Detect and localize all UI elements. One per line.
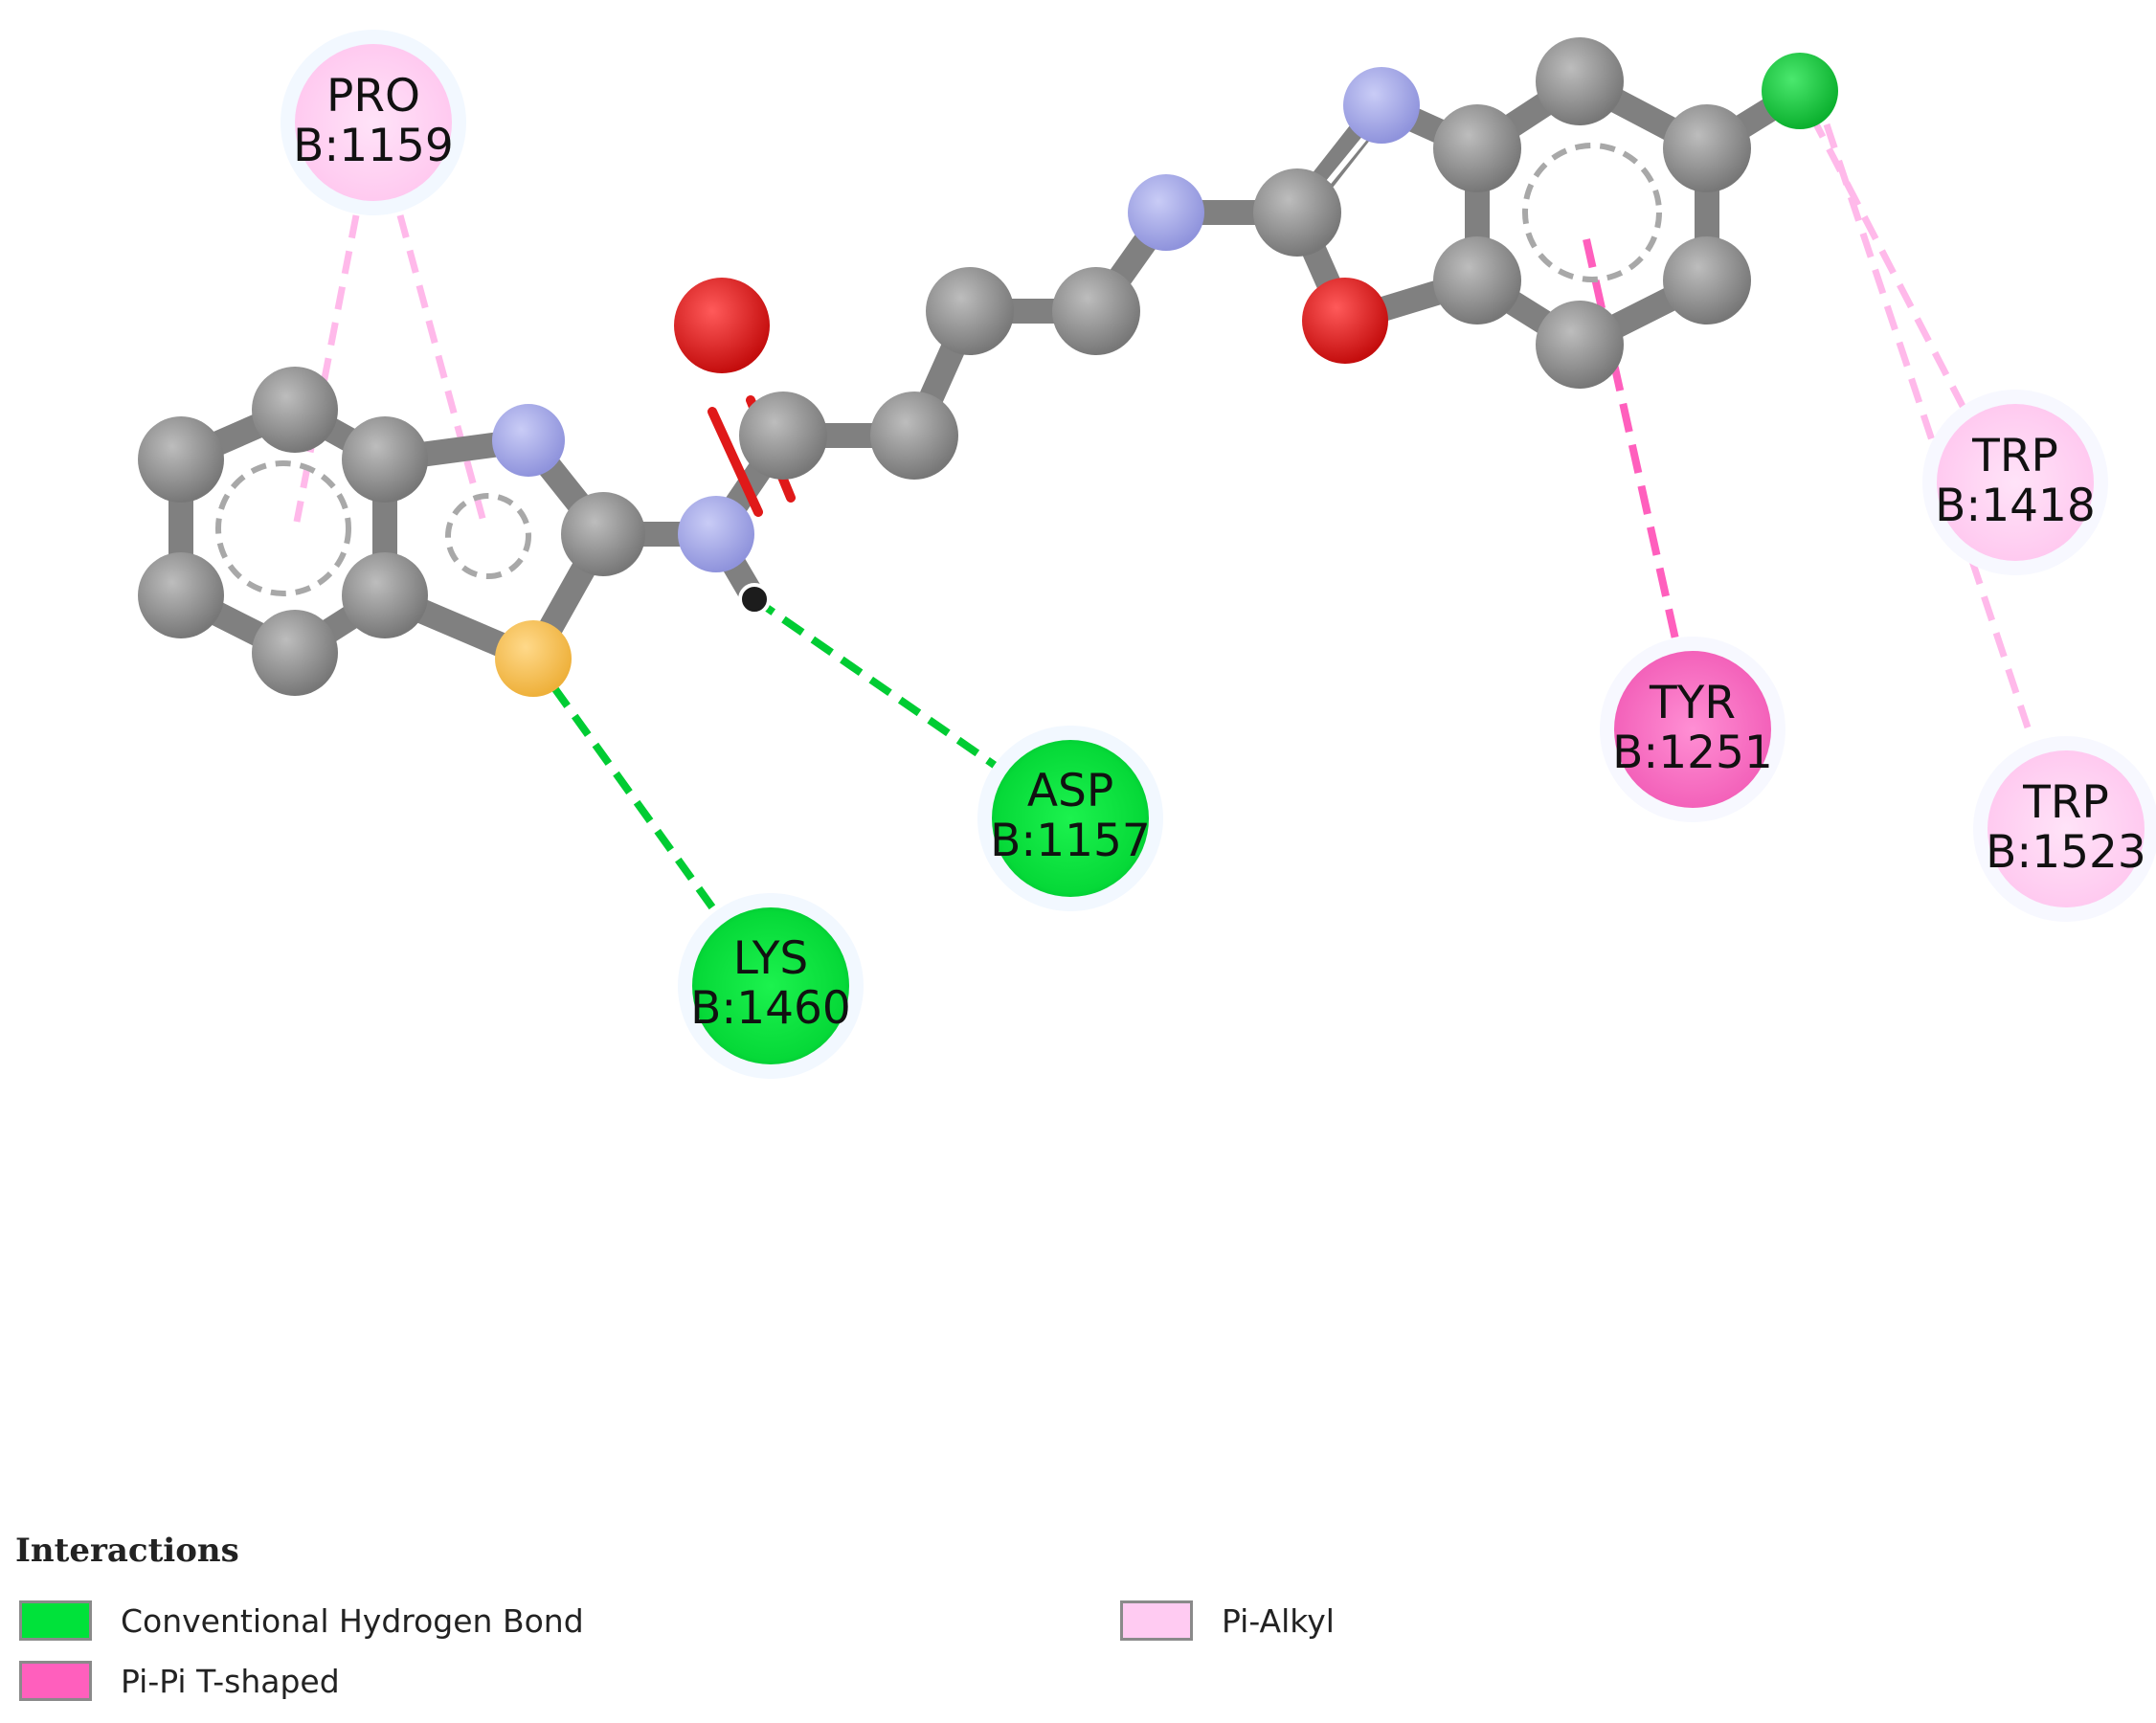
atom-carbon [342,416,428,503]
aromatic-ring [445,493,531,579]
legend-label: Pi-Alkyl [1222,1601,1335,1640]
atom-carbon [1433,104,1521,192]
atom-carbon [342,552,428,638]
pi-alkyl-line [1808,113,1969,414]
atom-nitrogen [1128,174,1204,251]
legend-item-pi-alkyl: Pi-Alkyl [1120,1600,1335,1641]
residue-asp1157: ASP B:1157 [977,726,1163,911]
atom-nitrogen [492,404,565,477]
atom-carbon [739,392,827,480]
residue-chain: B:1251 [1612,727,1773,779]
legend-item-pi-pi-t-shaped: Pi-Pi T-shaped [19,1661,340,1701]
atom-oxygen [674,278,770,373]
atom-carbon [870,392,958,480]
atom-carbon [1052,267,1140,355]
residue-name: TRP [1971,430,2058,482]
aromatic-rings [215,143,1662,596]
residue-bubble [992,740,1149,897]
legend-swatch [1120,1600,1193,1641]
residue-name: ASP [1027,765,1113,817]
atom-carbon [926,267,1014,355]
atom-nitrogen [678,496,754,572]
hydrogen-bond-line [529,656,719,914]
residue-bubble [1614,651,1771,808]
residue-bubble [692,907,849,1064]
legend-title: Interactions [15,1532,239,1570]
residue-pro1159: PRO B:1159 [281,30,466,215]
residue-bubble [1937,404,2094,561]
atom-carbon [252,367,338,453]
atom-carbon [561,492,645,576]
molecule-atoms [138,37,1838,697]
atom-carbon [1253,168,1341,257]
residue-chain: B:1523 [1986,826,2146,879]
residue-trp1418: TRP B:1418 [1922,390,2108,575]
residue-chain: B:1157 [990,815,1151,867]
residue-name: LYS [733,932,809,985]
residue-lys1460: LYS B:1460 [678,893,864,1079]
pi-alkyl-line [1823,123,2032,729]
residue-bubble [1988,750,2145,907]
legend-item-conventional-hydrogen-bond: Conventional Hydrogen Bond [19,1600,584,1641]
atom-carbon [138,552,224,638]
residue-tyr1251: TYR B:1251 [1600,637,1785,822]
legend-swatch [19,1661,92,1701]
interaction-diagram: PRO B:1159 ASP B:1157 LYS B:1460 TYR B:1… [138,30,2156,1079]
atom-oxygen [1302,278,1388,364]
legend: Interactions Conventional Hydrogen Bond … [0,1522,2156,1723]
residue-name: TRP [2022,776,2109,829]
bond [707,407,763,517]
pi-alkyl-line [396,214,487,523]
legend-label: Pi-Pi T-shaped [121,1662,340,1700]
legend-swatch [19,1600,92,1641]
atom-chlorine [1762,53,1838,129]
atom-carbon [1663,104,1751,192]
hydrogen-bond-line [752,595,1021,785]
residue-name: PRO [326,70,420,123]
atom-carbon [1536,301,1624,389]
legend-label: Conventional Hydrogen Bond [121,1601,584,1640]
aromatic-ring [1522,143,1662,282]
residue-chain: B:1159 [293,120,454,172]
atom-hydrogen [738,583,771,615]
interaction-lines [293,113,2032,914]
atom-sulfur [495,620,572,697]
pi-pi-t-shaped-line [1583,238,1684,661]
residue-chain: B:1418 [1935,480,2096,532]
residue-chain: B:1460 [690,982,851,1035]
atom-carbon [1433,236,1521,324]
residue-bubble [295,44,452,201]
aromatic-ring [215,460,351,596]
atom-carbon [138,416,224,503]
residue-trp1523: TRP B:1523 [1973,736,2156,922]
atom-carbon [1536,37,1624,125]
atom-nitrogen [1343,67,1420,144]
atom-carbon [252,610,338,696]
atom-carbon [1663,236,1751,324]
residue-name: TYR [1649,677,1736,729]
